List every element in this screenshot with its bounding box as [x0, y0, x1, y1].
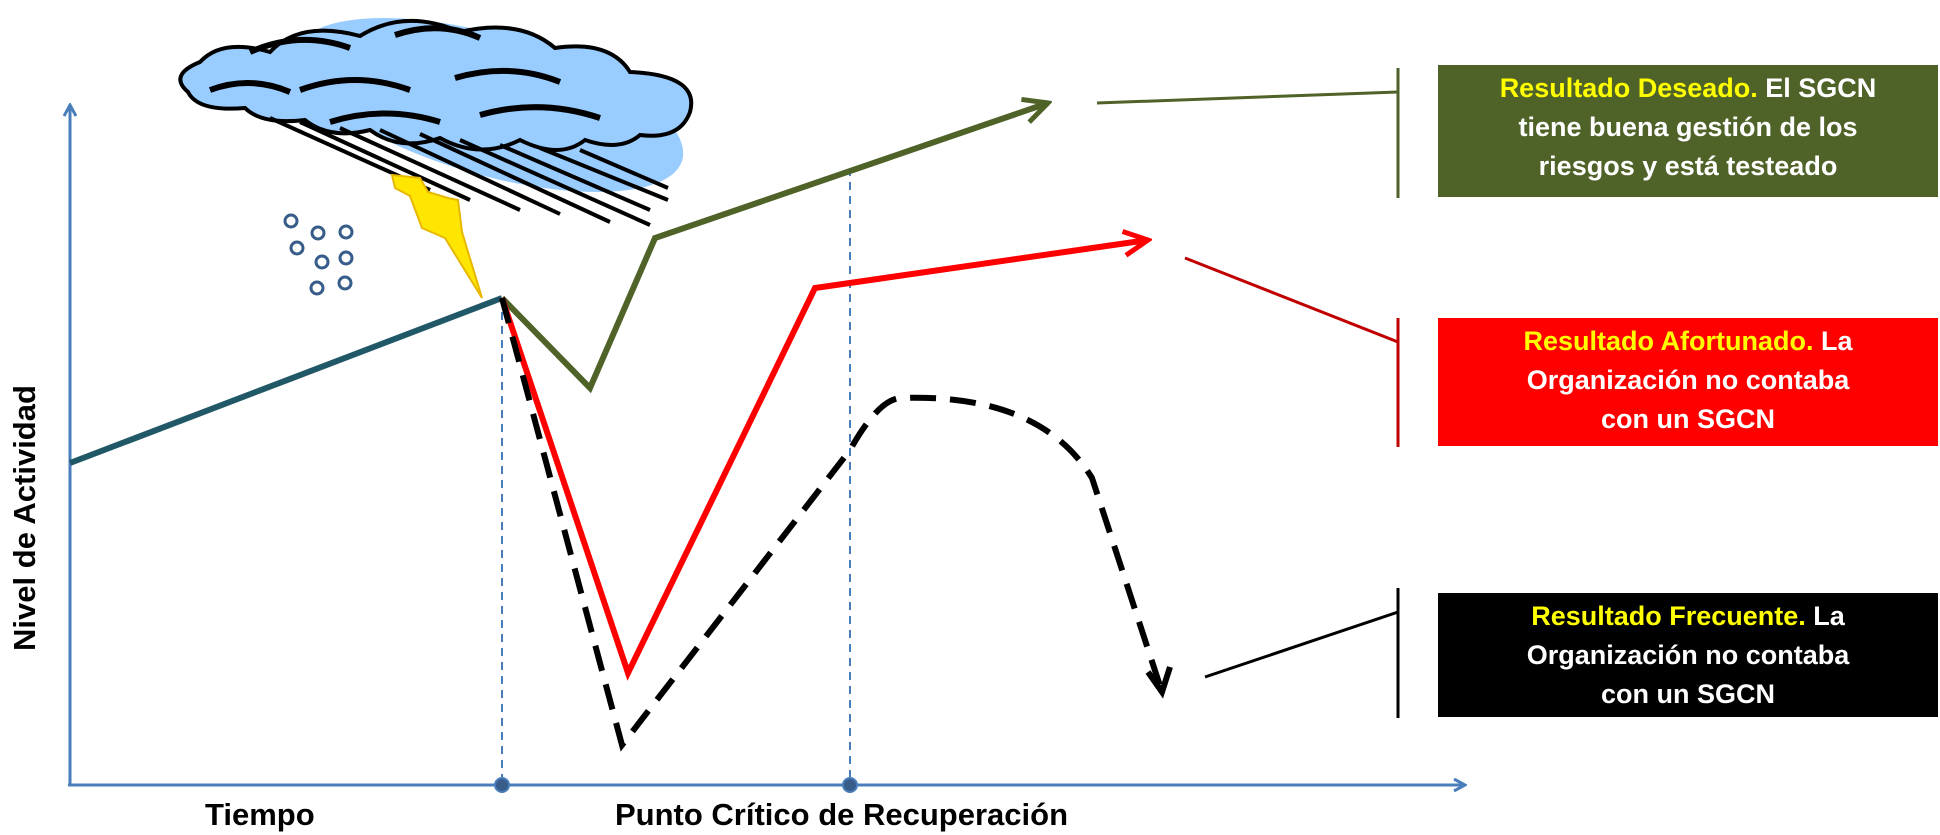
fortunate-result-title: Resultado Afortunado.	[1523, 326, 1814, 356]
fortunate-result-box: Resultado Afortunado. La Organización no…	[1438, 318, 1938, 446]
desired-connector	[1096, 90, 1399, 105]
frequent-result-title: Resultado Frecuente.	[1531, 601, 1806, 631]
impact-marker	[494, 777, 510, 793]
x-axis-label-critical-point: Punto Crítico de Recuperación	[615, 797, 1069, 832]
desired-result-text-1: El SGCN	[1765, 73, 1877, 103]
desired-result-line	[499, 103, 1048, 394]
storm-cloud-icon	[178, 18, 694, 227]
frequent-result-arrowhead	[1145, 666, 1173, 699]
desired-result-title: Resultado Deseado.	[1499, 73, 1758, 103]
desired-result-text-3: riesgos y está testeado	[1538, 151, 1838, 181]
frequent-result-text-1: La	[1813, 601, 1845, 631]
y-axis-label: Nivel de Actividad	[7, 385, 42, 651]
desired-result-text-2: tiene buena gestión de los	[1518, 112, 1858, 142]
lightning-icon	[390, 173, 483, 299]
desired-result-box: Resultado Deseado. El SGCN tiene buena g…	[1438, 65, 1938, 197]
frequent-result-line	[499, 297, 1165, 752]
fortunate-result-text-1: La	[1821, 326, 1853, 356]
frequent-result-text-3: con un SGCN	[1601, 679, 1775, 709]
fortunate-result-text-2: Organización no contaba	[1526, 365, 1850, 395]
frequent-result-box: Resultado Frecuente. La Organización no …	[1438, 593, 1938, 717]
rain-drops-icon	[283, 213, 354, 296]
frequent-result-text-2: Organización no contaba	[1526, 640, 1850, 670]
critical-point-marker	[842, 777, 858, 793]
x-axis-label-time: Tiempo	[205, 797, 315, 832]
frequent-connector	[1204, 610, 1399, 679]
fortunate-connector	[1184, 256, 1399, 344]
fortunate-result-line	[499, 240, 1148, 681]
baseline-trend-line	[68, 295, 504, 466]
fortunate-result-text-3: con un SGCN	[1601, 404, 1775, 434]
